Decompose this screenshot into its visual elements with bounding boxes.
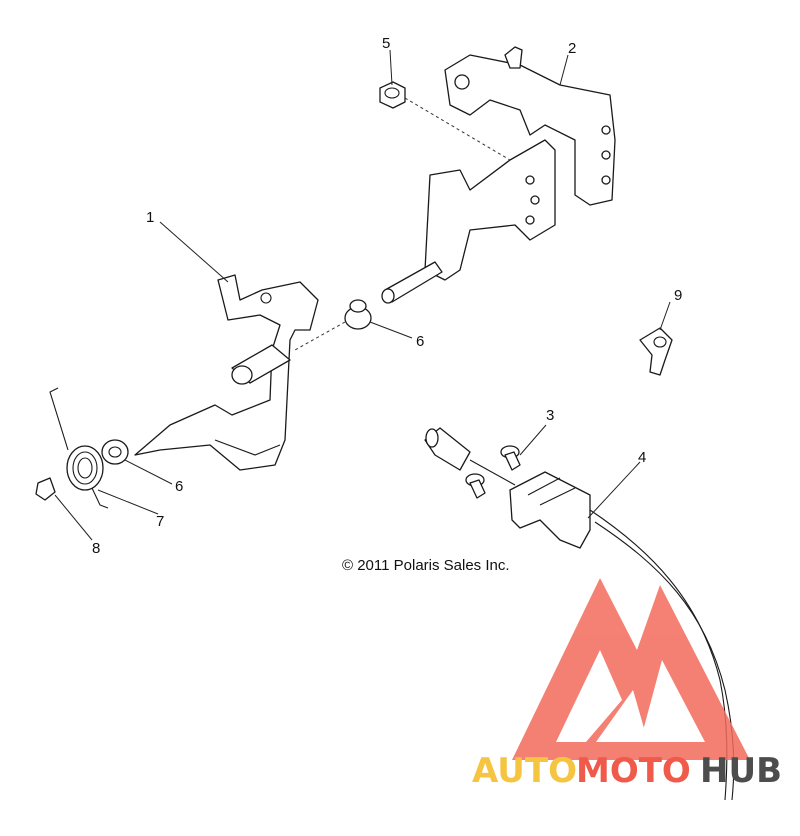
callout-8: 8 xyxy=(92,540,100,557)
callout-4: 4 xyxy=(638,449,646,466)
callout-2: 2 xyxy=(568,40,576,57)
callout-6-lower: 6 xyxy=(175,478,183,495)
watermark-text: AUTO MOTO HUB xyxy=(472,751,782,791)
copyright-text: © 2011 Polaris Sales Inc. xyxy=(342,557,510,574)
bushing-part-6-upper xyxy=(344,299,372,330)
clip-part-8 xyxy=(35,477,56,501)
pedal-part-1 xyxy=(134,274,319,471)
nut-alignment-line xyxy=(404,97,511,161)
callout-3: 3 xyxy=(546,407,554,424)
svg-text:AUTO: AUTO xyxy=(472,751,577,791)
leader-lines xyxy=(54,49,671,541)
callout-7: 7 xyxy=(156,513,164,530)
bolt-part-3 xyxy=(465,445,521,499)
bushing-part-6-lower xyxy=(101,439,129,465)
bracket-part-2 xyxy=(381,46,616,304)
spring-part-7 xyxy=(49,387,109,509)
watermark-logo-icon xyxy=(512,578,750,760)
clip-part-9 xyxy=(639,327,673,376)
nut-part-5 xyxy=(379,81,406,109)
callout-9: 9 xyxy=(674,287,682,304)
svg-text:HUB: HUB xyxy=(700,751,782,791)
callout-6-upper: 6 xyxy=(416,333,424,350)
svg-text:MOTO: MOTO xyxy=(576,751,691,791)
callout-1: 1 xyxy=(146,209,154,226)
callout-5: 5 xyxy=(382,35,390,52)
